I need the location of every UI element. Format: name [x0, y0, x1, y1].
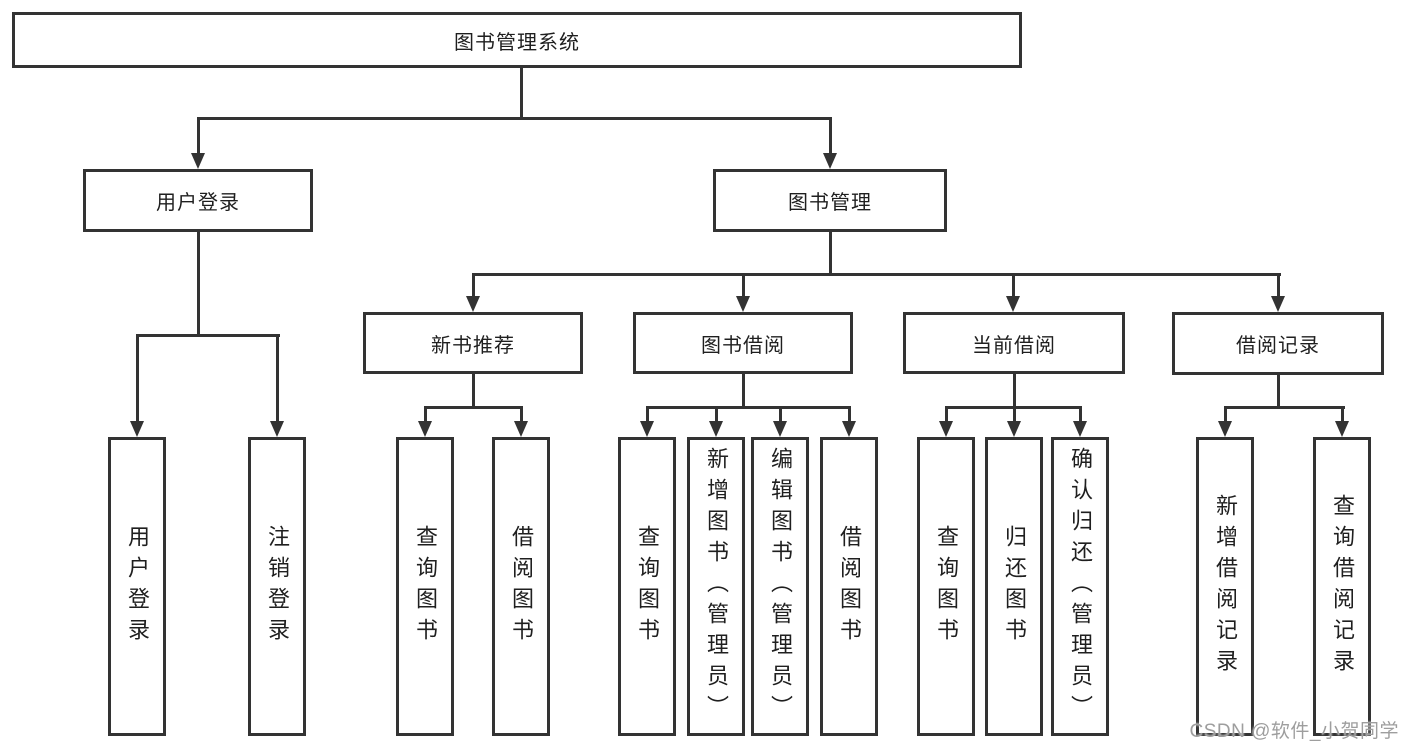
leaf-edit-books-admin: 编辑图书（管理员） [751, 437, 809, 736]
leaf-label: 新增借阅记录 [1213, 493, 1238, 680]
node-user-login: 用户登录 [83, 169, 313, 232]
leaf-label: 新增图书（管理员） [704, 447, 729, 726]
node-new-book-recommendation: 新书推荐 [363, 312, 583, 374]
connector-stem [848, 406, 851, 421]
node-label: 用户登录 [156, 192, 240, 214]
connector-bus [472, 273, 1281, 276]
connector-stem [424, 406, 427, 421]
arrow-down-icon [823, 153, 837, 169]
leaf-user-login: 用户登录 [108, 437, 166, 736]
connector-stem [1013, 374, 1016, 409]
leaf-label: 借阅图书 [837, 524, 862, 649]
leaf-label: 归还图书 [1002, 524, 1027, 649]
leaf-borrow-books-recommend: 借阅图书 [492, 437, 550, 736]
arrow-down-icon [939, 421, 953, 437]
node-label: 当前借阅 [972, 334, 1056, 357]
leaf-query-books-borrowing: 查询图书 [618, 437, 676, 736]
arrow-down-icon [418, 421, 432, 437]
connector-stem [472, 374, 475, 409]
arrow-down-icon [466, 296, 480, 312]
connector-stem [472, 273, 475, 296]
connector-stem [829, 117, 832, 153]
leaf-label: 确认归还（管理员） [1068, 447, 1093, 726]
leaf-add-books-admin: 新增图书（管理员） [687, 437, 745, 736]
arrow-down-icon [640, 421, 654, 437]
connector-stem [1013, 406, 1016, 421]
leaf-return-books: 归还图书 [985, 437, 1043, 736]
leaf-label: 借阅图书 [509, 524, 534, 649]
connector-stem [742, 374, 745, 409]
leaf-confirm-return-admin: 确认归还（管理员） [1051, 437, 1109, 736]
arrow-down-icon [1218, 421, 1232, 437]
arrow-down-icon [1073, 421, 1087, 437]
connector-bus [646, 406, 851, 409]
connector-stem [520, 406, 523, 421]
node-label: 新书推荐 [431, 334, 515, 357]
node-book-management: 图书管理 [713, 169, 947, 232]
connector-stem [520, 68, 523, 120]
connector-stem [197, 232, 200, 337]
connector-stem [1277, 375, 1280, 409]
connector-stem [945, 406, 948, 421]
arrow-down-icon [1006, 296, 1020, 312]
node-label: 图书管理 [788, 192, 872, 214]
connector-stem [646, 406, 649, 421]
connector-stem [1277, 273, 1280, 296]
leaf-query-books-current: 查询图书 [917, 437, 975, 736]
connector-stem [136, 334, 139, 421]
node-label: 图书管理系统 [454, 31, 580, 54]
connector-stem [1079, 406, 1082, 421]
connector-bus [424, 406, 523, 409]
arrow-down-icon [736, 296, 750, 312]
leaf-logout-login: 注销登录 [248, 437, 306, 736]
leaf-add-borrow-record: 新增借阅记录 [1196, 437, 1254, 736]
leaf-label: 查询图书 [635, 524, 660, 649]
node-current-borrowing: 当前借阅 [903, 312, 1125, 374]
leaf-query-books-recommend: 查询图书 [396, 437, 454, 736]
connector-stem [1224, 406, 1227, 421]
connector-bus [197, 117, 832, 120]
leaf-label: 注销登录 [265, 524, 290, 649]
leaf-borrow-books-borrowing: 借阅图书 [820, 437, 878, 736]
leaf-query-borrow-record: 查询借阅记录 [1313, 437, 1371, 736]
leaf-label: 查询图书 [413, 524, 438, 649]
csdn-watermark: CSDN @软件_小贺同学 [1189, 721, 1399, 742]
connector-stem [829, 232, 832, 276]
connector-stem [1341, 406, 1344, 421]
node-borrowing-records: 借阅记录 [1172, 312, 1384, 375]
leaf-label: 用户登录 [125, 524, 150, 649]
arrow-down-icon [709, 421, 723, 437]
arrow-down-icon [773, 421, 787, 437]
node-label: 借阅记录 [1236, 335, 1320, 357]
connector-stem [1012, 273, 1015, 296]
arrow-down-icon [514, 421, 528, 437]
connector-stem [715, 406, 718, 421]
connector-stem [742, 273, 745, 296]
connector-stem [779, 406, 782, 421]
arrow-down-icon [1007, 421, 1021, 437]
leaf-label: 查询图书 [934, 524, 959, 649]
arrow-down-icon [270, 421, 284, 437]
leaf-label: 查询借阅记录 [1330, 493, 1355, 680]
connector-stem [197, 117, 200, 153]
arrow-down-icon [842, 421, 856, 437]
arrow-down-icon [191, 153, 205, 169]
node-library-management-system: 图书管理系统 [12, 12, 1022, 68]
node-book-borrowing: 图书借阅 [633, 312, 853, 374]
leaf-label: 编辑图书（管理员） [768, 447, 793, 726]
connector-bus [136, 334, 280, 337]
arrow-down-icon [130, 421, 144, 437]
node-label: 图书借阅 [701, 334, 785, 357]
connector-stem [276, 334, 279, 421]
arrow-down-icon [1271, 296, 1285, 312]
connector-bus [1224, 406, 1345, 409]
arrow-down-icon [1335, 421, 1349, 437]
